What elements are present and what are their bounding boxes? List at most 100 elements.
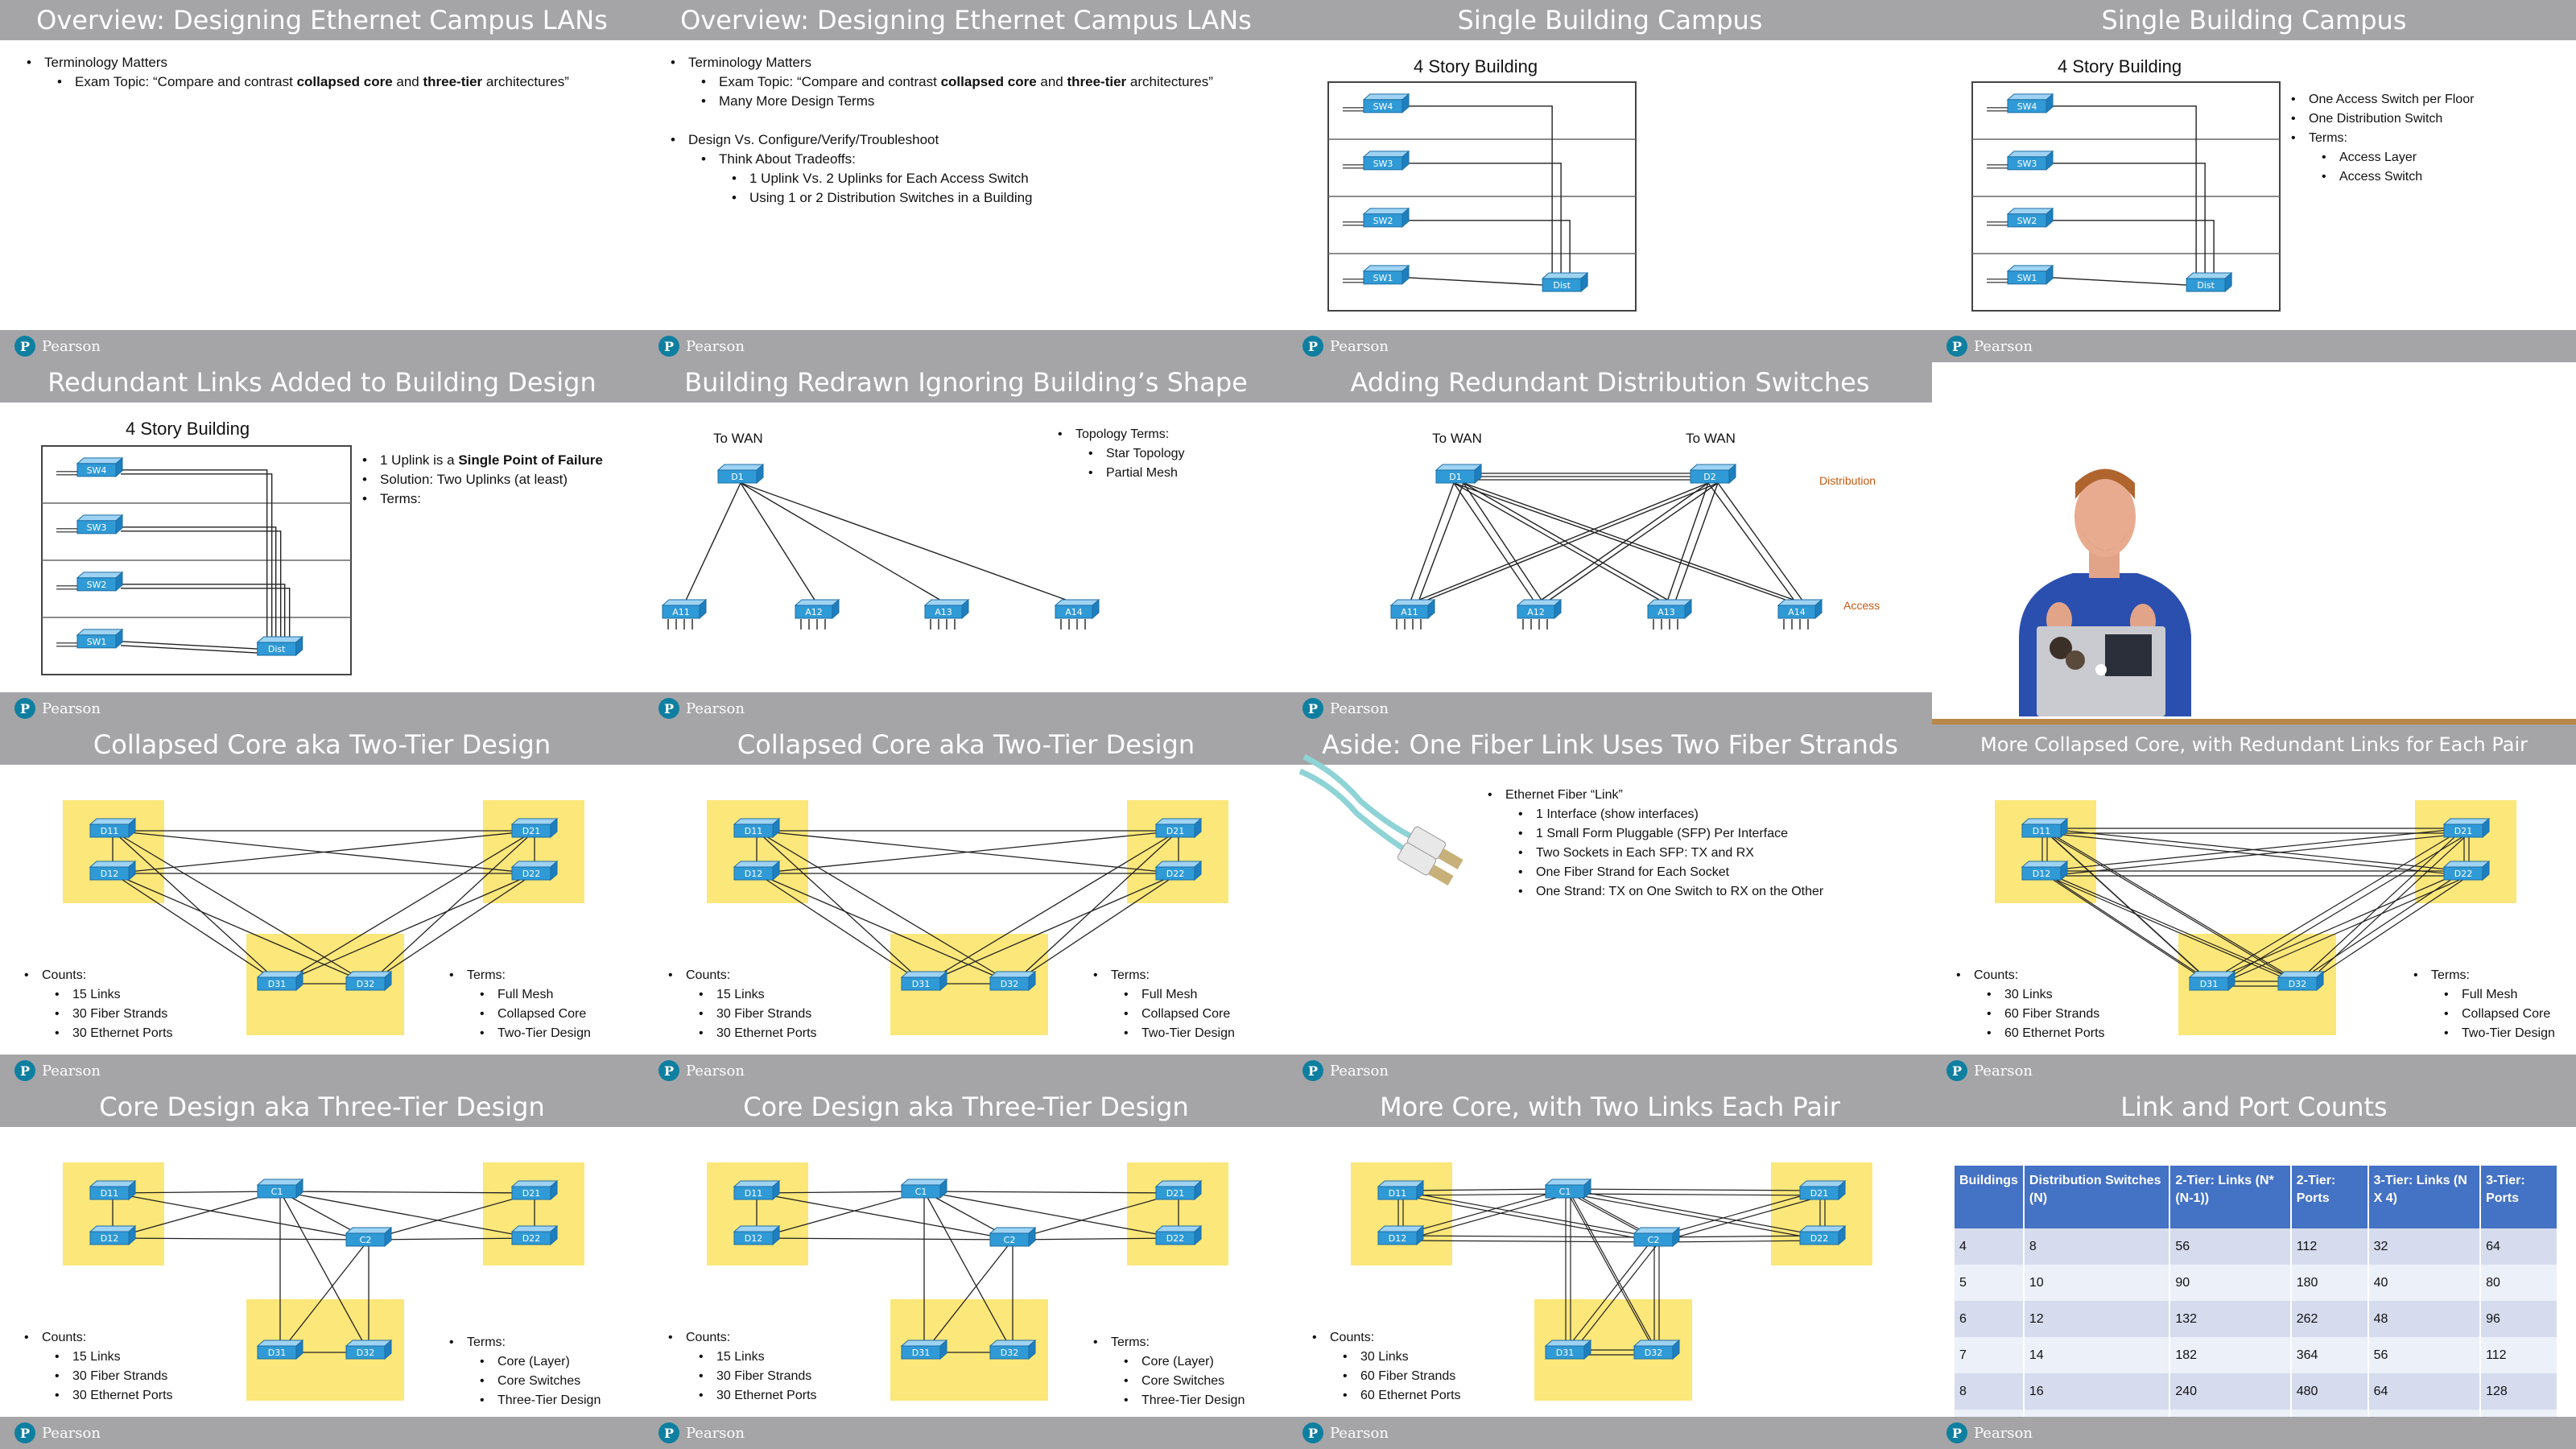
col-header: 3-Tier: Ports xyxy=(2480,1166,2558,1228)
link-line xyxy=(1658,1195,1826,1243)
table-cell: 32 xyxy=(2368,1228,2482,1265)
switch-label: D21 xyxy=(1166,1188,1184,1199)
slide-1[interactable]: Overview: Designing Ethernet Campus LANs… xyxy=(0,0,644,362)
switch-label: D32 xyxy=(357,979,374,989)
slide-2[interactable]: Overview: Designing Ethernet Campus LANs… xyxy=(644,0,1288,362)
switch-icon: D21 xyxy=(1798,1179,1847,1201)
slide-16[interactable]: Link and Port Counts Buildings Distribut… xyxy=(1932,1087,2576,1449)
link-line xyxy=(112,873,281,985)
slide-title: Overview: Designing Ethernet Campus LANs xyxy=(0,0,644,40)
link-line xyxy=(2041,828,2299,982)
table-cell: 10 xyxy=(2023,1265,2171,1301)
slide-5[interactable]: Redundant Links Added to Building Design… xyxy=(0,362,644,724)
switch-icon: SW1 xyxy=(2006,264,2054,285)
table-cell: 90 xyxy=(2169,1265,2292,1301)
slide-3[interactable]: Single Building Campus 4 Story Building … xyxy=(1288,0,1932,362)
slide-6[interactable]: Building Redrawn Ignoring Building’s Sha… xyxy=(644,362,1288,724)
switch-label: D1 xyxy=(1449,472,1461,482)
bullet: Topology Terms: xyxy=(1058,425,1185,444)
switch-label: A12 xyxy=(805,607,823,617)
slide-11[interactable]: Aside: One Fiber Link Uses Two Fiber Str… xyxy=(1288,724,1932,1087)
switch-label: A14 xyxy=(1065,607,1083,617)
uplink-line xyxy=(2051,105,2197,279)
link-line xyxy=(923,1191,1179,1239)
switch-label: D31 xyxy=(912,979,930,989)
slide-title: Single Building Campus xyxy=(1288,0,1932,40)
slide-12[interactable]: More Collapsed Core, with Redundant Link… xyxy=(1932,724,2576,1087)
slide-4[interactable]: Single Building Campus 4 Story Building … xyxy=(1932,0,2576,362)
terms-list: Terms: Full Mesh Collapsed Core Two-Tier… xyxy=(2413,966,2555,1043)
switch-label: D32 xyxy=(2289,979,2306,989)
switch-icon: D31 xyxy=(256,970,304,992)
uplink-line xyxy=(121,584,286,643)
bullet: 30 Fiber Strands xyxy=(55,1367,173,1386)
slide-title: Core Design aka Three-Tier Design xyxy=(644,1087,1288,1127)
bullet: Counts: xyxy=(668,966,817,985)
switch-label: D22 xyxy=(1166,1233,1184,1244)
bullet: Counts: xyxy=(24,966,173,985)
link-line xyxy=(683,482,741,605)
bullet: 30 Ethernet Ports xyxy=(699,1024,816,1043)
switch-icon: A13 xyxy=(1646,598,1693,620)
slide-title: Adding Redundant Distribution Switches xyxy=(1288,362,1932,402)
link-line xyxy=(1463,482,1545,605)
bullet: 60 Ethernet Ports xyxy=(1343,1386,1460,1406)
switch-icon: SW1 xyxy=(1362,264,1410,285)
link-line xyxy=(112,830,369,985)
slide-title: Single Building Campus xyxy=(1932,0,2576,40)
to-wan-label: To WAN xyxy=(1686,431,1736,446)
switch-icon: A14 xyxy=(1054,598,1100,620)
link-line xyxy=(1397,1235,1655,1238)
link-line xyxy=(1012,873,1179,985)
switch-label: D22 xyxy=(1810,1233,1828,1244)
switch-icon: SW2 xyxy=(2006,207,2054,228)
table-cell: 4 xyxy=(1955,1228,2025,1265)
bullet: 60 Ethernet Ports xyxy=(1987,1024,2104,1043)
col-header: 2-Tier: Ports xyxy=(2290,1166,2369,1228)
switch-icon: A12 xyxy=(1516,598,1563,620)
switch-label: D11 xyxy=(101,1188,118,1199)
switch-icon: D21 xyxy=(2442,817,2491,839)
building-zone xyxy=(1127,800,1228,903)
switch-icon: C2 xyxy=(1633,1226,1681,1248)
bullet: Collapsed Core xyxy=(480,1005,591,1024)
switch-label: D32 xyxy=(1001,979,1018,989)
table-cell: 480 xyxy=(2290,1373,2369,1410)
switch-label: D12 xyxy=(745,869,762,879)
switch-icon: D11 xyxy=(1377,1179,1425,1201)
bullet: Terms: xyxy=(1093,1333,1245,1352)
link-line xyxy=(1707,482,1798,605)
building-zone xyxy=(63,800,164,903)
slide-title: Link and Port Counts xyxy=(1932,1087,2576,1127)
slide-7[interactable]: Adding Redundant Distribution Switches T… xyxy=(1288,362,1932,724)
terms-list: Terms: Full Mesh Collapsed Core Two-Tier… xyxy=(449,966,591,1043)
uplink-line xyxy=(2050,277,2187,286)
bullet: 30 Ethernet Ports xyxy=(55,1024,172,1043)
link-line xyxy=(923,1191,1179,1194)
distribution-label: Distribution xyxy=(1819,474,1876,487)
switch-label: D11 xyxy=(1389,1188,1406,1199)
building-zone xyxy=(707,1162,808,1265)
pearson-logo-icon: P xyxy=(658,698,679,719)
table-cell: 12 xyxy=(2023,1301,2171,1337)
link-line xyxy=(1658,1240,1826,1243)
slide-title: Core Design aka Three-Tier Design xyxy=(0,1087,644,1127)
link-line xyxy=(2041,870,2299,982)
link-line xyxy=(1565,1188,1821,1191)
link-line xyxy=(1397,1188,1567,1236)
bullet-list: Terminology Matters Exam Topic: “Compare… xyxy=(671,53,1213,208)
col-header: Buildings xyxy=(1955,1166,2025,1228)
link-line xyxy=(756,1192,1013,1241)
slide-8-presenter-video[interactable] xyxy=(1932,362,2576,724)
